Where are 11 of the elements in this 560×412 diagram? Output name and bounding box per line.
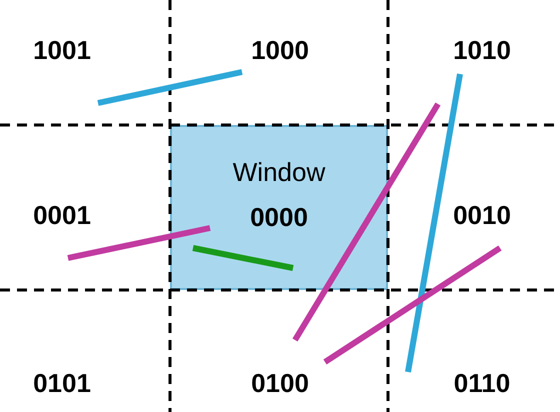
region-code: 1000 xyxy=(251,35,309,65)
region-code: 1010 xyxy=(453,35,511,65)
clipping-window xyxy=(170,125,388,290)
region-code: 0010 xyxy=(453,200,511,230)
region-code: 0001 xyxy=(33,200,91,230)
window-title: Window xyxy=(232,157,326,187)
region-code: 0110 xyxy=(454,368,510,398)
region-code: 1001 xyxy=(33,35,91,65)
region-code: 0100 xyxy=(251,368,309,398)
region-code: 0000 xyxy=(249,202,309,232)
region-code: 0101 xyxy=(33,368,91,398)
